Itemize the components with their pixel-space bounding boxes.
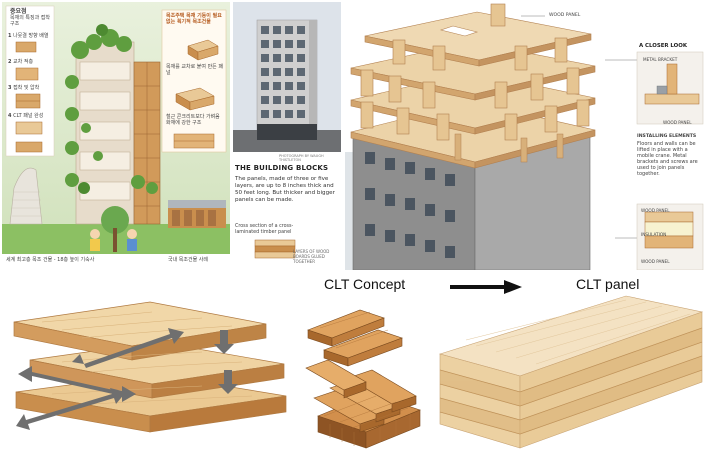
right-arrow-icon — [450, 280, 522, 294]
clt-concept-diagram — [305, 309, 421, 449]
building-blocks-heading: THE BUILDING BLOCKS — [235, 164, 329, 172]
step-item: 2 교차 적층 — [8, 59, 34, 65]
callout-line: 화재에 강한 구조 — [166, 120, 202, 126]
clt-concept-caption: CLT Concept — [324, 276, 406, 292]
exploded-layers-diagram — [13, 301, 287, 433]
wood-panel-label-2: WOOD PANEL — [663, 120, 692, 125]
infographic-bottom-caption: 세계 최고층 목조 건물 - 18층 높이 기숙사 — [6, 257, 95, 263]
exploded-building-diagram — [345, 2, 704, 270]
installing-body: Floors and walls can be lifted in place … — [637, 141, 698, 177]
step-item: 4 CLT 패널 완성 — [8, 113, 44, 119]
building-photo — [233, 2, 341, 152]
infographic-bottom-caption-right: 국내 목조건물 사례 — [168, 257, 208, 263]
clt-panel-caption: CLT panel — [576, 276, 640, 292]
wood-panel-label: WOOD PANEL — [549, 13, 581, 18]
infographic-heading-desc: 목재의 특징과 접착 구조 — [10, 15, 50, 27]
callout-line: 철근 콘크리트보다 가벼움 — [166, 114, 220, 120]
building-blocks-body: The panels, made of three or five layers… — [235, 176, 335, 203]
insulation-label: INSULATION — [641, 232, 667, 237]
step-item: 1 나뭇결 방향 배열 — [8, 33, 49, 39]
cross-section-diagram — [254, 239, 296, 259]
korean-infographic-panel: 중요점 목재의 특징과 접착 구조 1 나뭇결 방향 배열 2 교차 적층 3 … — [2, 2, 230, 270]
clt-panel-diagram — [438, 295, 704, 449]
metal-bracket-label: METAL BRACKET — [643, 57, 678, 62]
callout-line: 목재를 교차로 붙여 만든 패널 — [166, 64, 223, 76]
exploded-building-panel: WOOD PANEL A CLOSER LOOK METAL BRACKET W… — [345, 2, 704, 270]
step-item: 3 접착 및 압착 — [8, 85, 40, 91]
layers-label: LAYERS OF WOOD BOARDS GLUED TOGETHER — [293, 249, 330, 264]
building-blocks-panel: PHOTOGRAPH BY WAUGH THISTLETON THE BUILD… — [233, 2, 341, 270]
callout-title: 목조주택 목재 기둥이 필요 없는 획기적 목조건물 — [166, 13, 222, 25]
photo-credit: PHOTOGRAPH BY WAUGH THISTLETON — [279, 154, 324, 162]
installing-heading: INSTALLING ELEMENTS — [637, 134, 697, 139]
infographic-heading: 중요점 — [10, 8, 27, 15]
infographic-illustration — [2, 2, 230, 270]
closer-look-heading: A CLOSER LOOK — [639, 43, 688, 49]
cross-section-caption: Cross section of a cross-laminated timbe… — [235, 224, 294, 235]
wood-panel-label-4: WOOD PANEL — [641, 259, 670, 264]
wood-panel-label-3: WOOD PANEL — [641, 208, 670, 213]
